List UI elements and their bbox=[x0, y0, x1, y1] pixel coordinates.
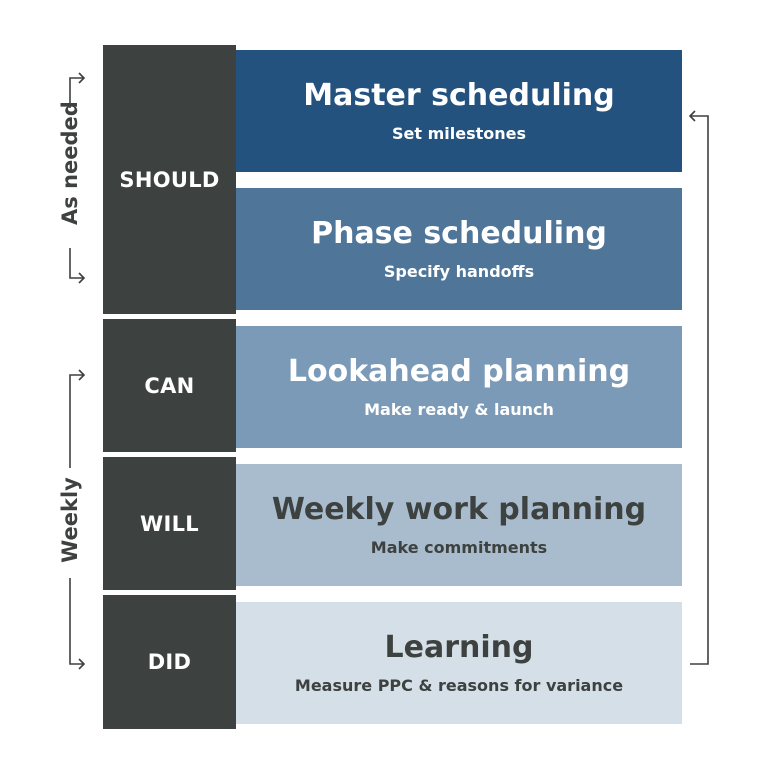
as-needed-top-arrow bbox=[69, 72, 86, 108]
level-did: DID bbox=[103, 595, 236, 729]
level-should: SHOULD bbox=[103, 45, 236, 314]
stage-master-scheduling: Master scheduling Set milestones bbox=[236, 50, 682, 172]
level-will: WILL bbox=[103, 457, 236, 590]
weekly-label: Weekly bbox=[58, 477, 82, 563]
stage-subtitle: Specify handoffs bbox=[383, 261, 535, 281]
stage-title: Master scheduling bbox=[303, 78, 615, 114]
stage-subtitle: Measure PPC & reasons for variance bbox=[294, 675, 624, 695]
stage-subtitle: Make commitments bbox=[370, 537, 548, 557]
stage-title: Lookahead planning bbox=[287, 354, 631, 390]
feedback-loop-arrow bbox=[688, 110, 709, 665]
as-needed-label: As needed bbox=[58, 101, 82, 225]
weekly-bottom-arrow bbox=[69, 578, 86, 670]
stage-title: Learning bbox=[384, 630, 534, 666]
stage-title: Phase scheduling bbox=[311, 216, 607, 252]
weekly-top-arrow bbox=[69, 369, 86, 468]
stage-phase-scheduling: Phase scheduling Specify handoffs bbox=[236, 188, 682, 310]
as-needed-bottom-arrow bbox=[69, 248, 86, 284]
stage-title: Weekly work planning bbox=[271, 492, 647, 528]
stage-weekly-work-planning: Weekly work planning Make commitments bbox=[236, 464, 682, 586]
stage-subtitle: Set milestones bbox=[391, 123, 526, 143]
stage-subtitle: Make ready & launch bbox=[364, 399, 554, 419]
level-can: CAN bbox=[103, 319, 236, 452]
stage-learning: Learning Measure PPC & reasons for varia… bbox=[236, 602, 682, 724]
stage-lookahead-planning: Lookahead planning Make ready & launch bbox=[236, 326, 682, 448]
